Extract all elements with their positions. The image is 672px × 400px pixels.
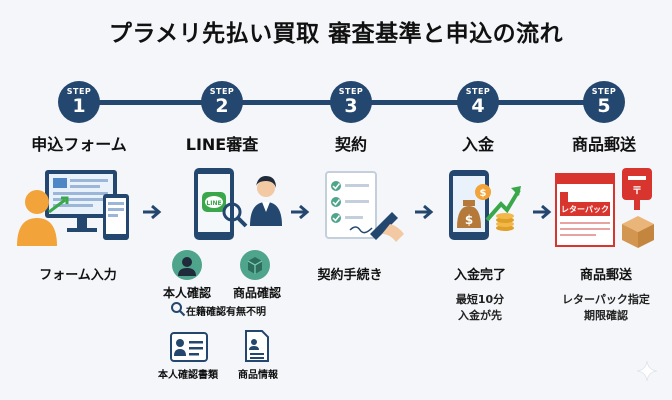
step-label: STEP [591, 87, 617, 96]
document-icon [245, 330, 269, 362]
svg-text:〒: 〒 [632, 185, 642, 197]
step-label: STEP [338, 87, 364, 96]
svg-text:$: $ [480, 188, 487, 199]
id-check-label: 本人確認 [162, 286, 211, 300]
step-4-note-2: 入金が先 [458, 309, 502, 322]
step-number: 2 [215, 95, 229, 117]
step-3-caption: 契約手続き [317, 268, 383, 283]
step-label: STEP [209, 87, 235, 96]
package-icon [240, 250, 270, 280]
item-check-label: 商品確認 [232, 286, 281, 300]
step-5-note-1: レターパック指定 [562, 293, 650, 306]
online-form-illustration [17, 170, 129, 246]
person-icon [172, 250, 202, 280]
step-label: STEP [465, 87, 491, 96]
item-info-label: 商品情報 [238, 370, 278, 381]
step-4-caption: 入金完了 [453, 268, 506, 283]
shipping-illustration: レターパック 〒 [555, 168, 654, 248]
id-card-icon [170, 332, 208, 362]
step-number: 5 [597, 95, 611, 117]
arrow-right-icon [415, 204, 434, 220]
svg-text:$: $ [465, 213, 473, 227]
arrow-right-icon [143, 204, 162, 220]
step-4-note-1: 最短10分 [455, 293, 505, 306]
letterpack-text: レターパック [561, 204, 609, 214]
step-number: 3 [344, 95, 358, 117]
step-label: STEP [66, 87, 92, 96]
step-2-badge: STEP 2 [201, 81, 243, 123]
contract-illustration [325, 171, 404, 242]
registry-check-label: 在籍確認有無不明 [186, 307, 266, 318]
line-logo-text: LINE [206, 200, 221, 207]
arrow-right-icon [291, 204, 310, 220]
page-title: プラメリ先払い買取 審査基準と申込の流れ [108, 21, 564, 47]
payment-illustration: $ $ [449, 170, 521, 240]
step-3-title: 契約 [334, 135, 367, 154]
id-docs-label: 本人確認書類 [158, 370, 218, 381]
step-number: 1 [72, 95, 86, 117]
step-1-title: 申込フォーム [31, 135, 127, 154]
step-4-title: 入金 [461, 135, 494, 154]
step-5-caption: 商品郵送 [579, 268, 632, 283]
step-5-badge: STEP 5 [583, 81, 625, 123]
step-number: 4 [471, 95, 485, 117]
step-1-badge: STEP 1 [58, 81, 100, 123]
step-4-badge: STEP 4 [457, 81, 499, 123]
magnifier-icon [171, 302, 186, 317]
step-3-badge: STEP 3 [330, 81, 372, 123]
line-review-illustration: LINE [194, 168, 282, 240]
step-1-caption: フォーム入力 [39, 268, 117, 283]
step-2-title: LINE審査 [185, 135, 259, 154]
step-5-title: 商品郵送 [571, 135, 636, 154]
step-5-note-2: 期限確認 [584, 309, 628, 322]
arrow-right-icon [533, 204, 552, 220]
sparkle-icon [636, 360, 658, 382]
